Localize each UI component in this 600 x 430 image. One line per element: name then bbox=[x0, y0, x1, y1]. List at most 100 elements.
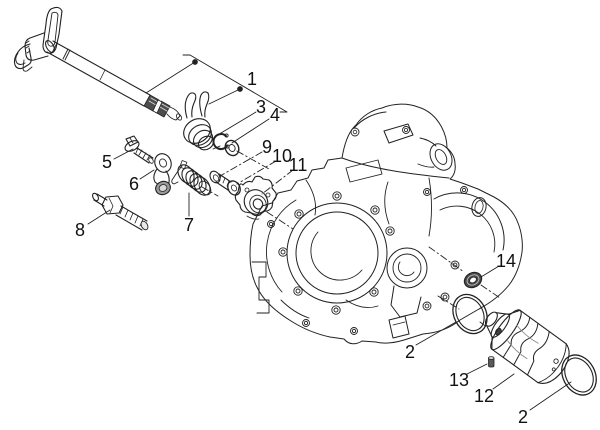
torsion-spring-shape bbox=[199, 91, 210, 118]
crankcase-shape bbox=[383, 123, 414, 144]
o-ring-left bbox=[452, 293, 488, 335]
shift-shaft-shape bbox=[51, 42, 71, 61]
axis-lines-shape bbox=[480, 284, 501, 299]
selector-drum-shape bbox=[502, 316, 531, 358]
leader-lines-shape bbox=[415, 321, 457, 346]
torsion-spring-shape bbox=[188, 124, 212, 146]
return-spring-shape bbox=[177, 164, 195, 184]
washer-10-shape bbox=[230, 184, 238, 192]
callout-7: 7 bbox=[184, 215, 194, 235]
shift-pedal-shape bbox=[22, 59, 33, 72]
stud-bolt-shape bbox=[140, 220, 149, 231]
flange-bolt-shape bbox=[129, 137, 134, 144]
flange-bolt-shape bbox=[133, 147, 154, 164]
axis-lines-shape bbox=[261, 169, 294, 195]
bolt-holes-shape bbox=[385, 226, 395, 236]
bolt-holes-shape bbox=[372, 207, 378, 213]
detent-star-cam-shape bbox=[249, 194, 267, 214]
crankcase-shape bbox=[397, 261, 415, 277]
crankcase-shape bbox=[353, 111, 387, 129]
return-spring-shape bbox=[171, 165, 183, 185]
crankcase-shape bbox=[403, 127, 408, 132]
bolt-holes-shape bbox=[334, 193, 340, 199]
crankcase-shape bbox=[390, 285, 422, 318]
washer-4-shape bbox=[224, 139, 240, 157]
crankcase-shape bbox=[310, 231, 363, 281]
flange-bolt bbox=[124, 135, 154, 164]
circlip-shape bbox=[224, 133, 229, 138]
detent-star-cam-shape bbox=[246, 215, 260, 220]
shift-pedal-shape bbox=[15, 52, 26, 65]
shift-shaft-shape bbox=[148, 97, 170, 112]
crankcase-shape bbox=[433, 192, 505, 251]
bolt-holes-shape bbox=[424, 189, 430, 195]
bolt-holes-shape bbox=[303, 320, 309, 326]
bolt-holes-shape bbox=[296, 211, 302, 217]
bolt-holes-shape bbox=[460, 186, 468, 194]
axis-lines-shape bbox=[266, 211, 294, 230]
bolt-holes-shape bbox=[293, 286, 303, 296]
axis-lines-shape bbox=[428, 246, 465, 273]
crankcase-shape bbox=[471, 197, 487, 217]
leader-lines-shape bbox=[492, 373, 515, 390]
crankcase-shape bbox=[295, 211, 379, 295]
crankcase-shape bbox=[350, 127, 360, 137]
bolt-holes-shape bbox=[332, 191, 342, 201]
bolt-holes-shape bbox=[267, 220, 275, 228]
bolt-holes-shape bbox=[350, 327, 358, 335]
bolt-holes-shape bbox=[370, 205, 380, 215]
stud-bolt-shape bbox=[115, 205, 148, 231]
bolt-holes-shape bbox=[450, 260, 460, 270]
oil-seal-shape bbox=[469, 276, 477, 284]
crankcase-shape bbox=[429, 143, 453, 171]
leader-lines-shape bbox=[145, 61, 196, 94]
o-ring-right-shape bbox=[561, 354, 597, 396]
leader-lines-shape bbox=[192, 59, 198, 65]
bolt-holes-shape bbox=[302, 319, 310, 327]
crankcase-shape bbox=[249, 103, 523, 345]
return-spring bbox=[171, 160, 212, 196]
callout-2-right: 2 bbox=[518, 407, 528, 427]
torsion-spring-shape bbox=[197, 135, 215, 151]
detent-lever bbox=[153, 153, 172, 196]
crankcase-shape bbox=[280, 299, 379, 319]
callout-10: 10 bbox=[272, 146, 292, 166]
shift-shaft bbox=[45, 40, 182, 121]
shift-pedal bbox=[13, 6, 63, 72]
detent-lever-shape bbox=[159, 158, 167, 168]
crankcase bbox=[249, 103, 523, 345]
flange-bolt-shape bbox=[135, 147, 151, 161]
crankcase-shape bbox=[417, 137, 437, 168]
callout-3: 3 bbox=[256, 97, 266, 117]
callout-11: 11 bbox=[289, 155, 308, 175]
oil-seal-shape bbox=[466, 274, 480, 286]
selector-drum-shape bbox=[491, 309, 567, 384]
crankcase-shape bbox=[266, 199, 297, 293]
leader-lines-shape bbox=[529, 381, 572, 411]
crankcase-shape bbox=[402, 126, 410, 134]
index-pin bbox=[488, 356, 495, 368]
crankcase-shape bbox=[251, 261, 270, 314]
leader-lines-shape bbox=[113, 148, 134, 160]
selector-drum-shape bbox=[507, 324, 539, 360]
washer-10 bbox=[227, 180, 241, 196]
detent-star-cam-shape bbox=[234, 175, 277, 217]
bolt-holes-shape bbox=[351, 328, 357, 334]
callout-6: 6 bbox=[129, 174, 139, 194]
washer-4 bbox=[224, 139, 240, 157]
crankcase-shape bbox=[388, 315, 410, 339]
o-ring-left-shape bbox=[452, 293, 488, 335]
bolt-holes-shape bbox=[333, 307, 339, 313]
shift-shaft-shape bbox=[166, 106, 181, 121]
leader-lines-shape bbox=[466, 363, 488, 375]
pan-head-screw-shape bbox=[209, 170, 221, 184]
crankcase-shape bbox=[474, 200, 484, 214]
o-ring-right-shape bbox=[564, 357, 594, 393]
washer-10-shape bbox=[227, 180, 241, 196]
leader-lines-shape bbox=[480, 265, 500, 278]
selector-drum-shape bbox=[537, 343, 567, 384]
callout-14: 14 bbox=[496, 251, 516, 271]
leader-lines-shape bbox=[139, 169, 155, 180]
axis-lines-shape bbox=[219, 151, 263, 177]
